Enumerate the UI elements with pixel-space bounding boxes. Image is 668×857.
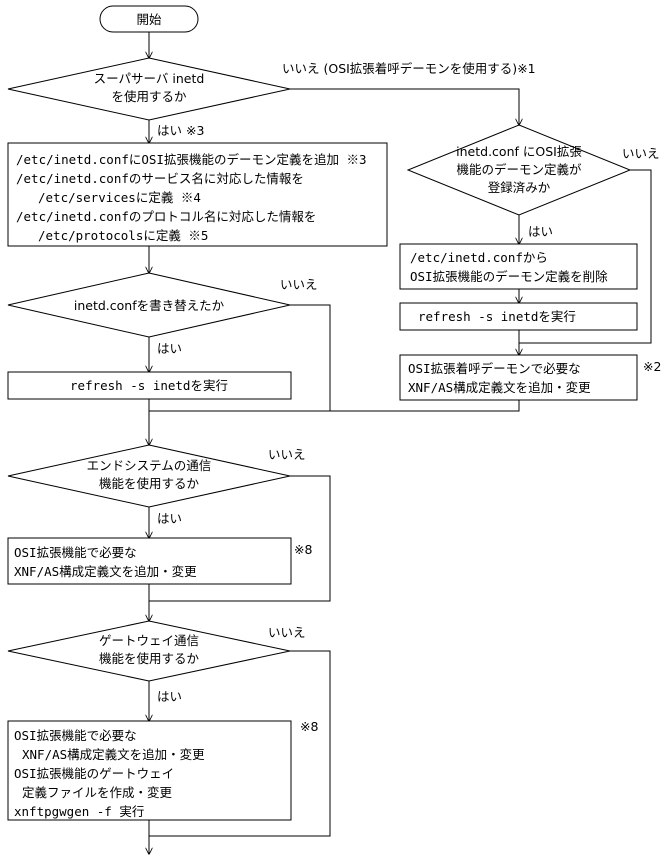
decision-inetd-rewritten-yes-label: はい bbox=[157, 341, 182, 356]
process-xnf1-note: ※8 bbox=[294, 542, 312, 557]
process-last-line4: 定義ファイルを作成・変更 bbox=[22, 785, 173, 800]
decision-daemon-registered-yes-label: はい bbox=[528, 224, 553, 239]
decision-end-system-line2: 機能を使用するか bbox=[99, 476, 200, 491]
process-delete-daemon-definition bbox=[399, 243, 638, 290]
process-xnf-config-endsystem bbox=[7, 537, 292, 585]
decision-use-inetd-no-label: いいえ (OSI拡張着呼デーモンを使用する)※1 bbox=[282, 61, 536, 76]
process-line-4: /etc/inetd.confのプロトコル名に対応した情報を bbox=[16, 209, 316, 224]
process-xnf-right-note: ※2 bbox=[643, 359, 661, 374]
decision-daemon-registered-no-label: いいえ bbox=[622, 146, 660, 161]
decision-daemon-registered-line3: 登録済みか bbox=[488, 180, 551, 195]
process-refresh-right-label: refresh -s inetdを実行 bbox=[418, 309, 576, 324]
decision-gateway-no-label: いいえ bbox=[268, 625, 306, 640]
process-line-5: /etc/protocolsに定義 ※5 bbox=[38, 228, 208, 243]
decision-end-system-no-label: いいえ bbox=[268, 447, 306, 462]
decision-end-system-line1: エンドシステムの通信 bbox=[87, 458, 212, 473]
decision-use-inetd-line2: を使用するか bbox=[111, 89, 187, 104]
process-xnf1-line2: XNF/AS構成定義文を追加・変更 bbox=[14, 564, 197, 579]
process-xnf-right-line2: XNF/AS構成定義文を追加・変更 bbox=[408, 380, 591, 395]
process-xnf1-line1: OSI拡張機能で必要な bbox=[14, 545, 137, 560]
decision-inetd-rewritten-line1: inetd.confを書き替えたか bbox=[74, 298, 225, 313]
decision-gateway-yes-label: はい bbox=[157, 689, 182, 704]
decision-daemon-registered-line1: inetd.conf にOSI拡張 bbox=[456, 144, 582, 159]
process-last-line3: OSI拡張機能のゲートウェイ bbox=[14, 766, 174, 781]
decision-use-inetd-yes-label: はい ※3 bbox=[157, 123, 204, 138]
decision-inetd-rewritten-no-label: いいえ bbox=[280, 277, 318, 292]
process-add-daemon-definition bbox=[7, 142, 388, 247]
process-last-line1: OSI拡張機能で必要な bbox=[14, 728, 137, 743]
process-xnf-right-line1: OSI拡張着呼デーモンで必要な bbox=[408, 361, 581, 376]
decision-use-inetd-line1: スーパサーバ inetd bbox=[94, 71, 205, 86]
process-delete-line2: OSI拡張機能のデーモン定義を削除 bbox=[410, 269, 608, 284]
process-last-note: ※8 bbox=[300, 719, 318, 734]
decision-daemon-registered-line2: 機能のデーモン定義が bbox=[456, 162, 582, 177]
start-label: 開始 bbox=[136, 12, 162, 27]
decision-end-system-yes-label: はい bbox=[157, 511, 182, 526]
process-line-1: /etc/inetd.confにOSI拡張機能のデーモン定義を追加 ※3 bbox=[16, 152, 367, 167]
process-refresh-left bbox=[7, 371, 292, 400]
process-last-line5: xnftpgwgen -f 実行 bbox=[14, 804, 144, 819]
process-line-2: /etc/inetd.confのサービス名に対応した情報を bbox=[16, 171, 304, 186]
decision-gateway-line1: ゲートウェイ通信 bbox=[99, 633, 199, 648]
decision-gateway-line2: 機能を使用するか bbox=[99, 651, 200, 666]
process-last-line2: XNF/AS構成定義文を追加・変更 bbox=[22, 747, 205, 762]
process-refresh-left-label: refresh -s inetdを実行 bbox=[70, 378, 228, 393]
process-gateway-config bbox=[7, 720, 292, 821]
process-line-3: /etc/servicesに定義 ※4 bbox=[38, 190, 201, 205]
process-xnf-config-right bbox=[399, 354, 638, 401]
process-delete-line1: /etc/inetd.confから bbox=[410, 250, 548, 265]
